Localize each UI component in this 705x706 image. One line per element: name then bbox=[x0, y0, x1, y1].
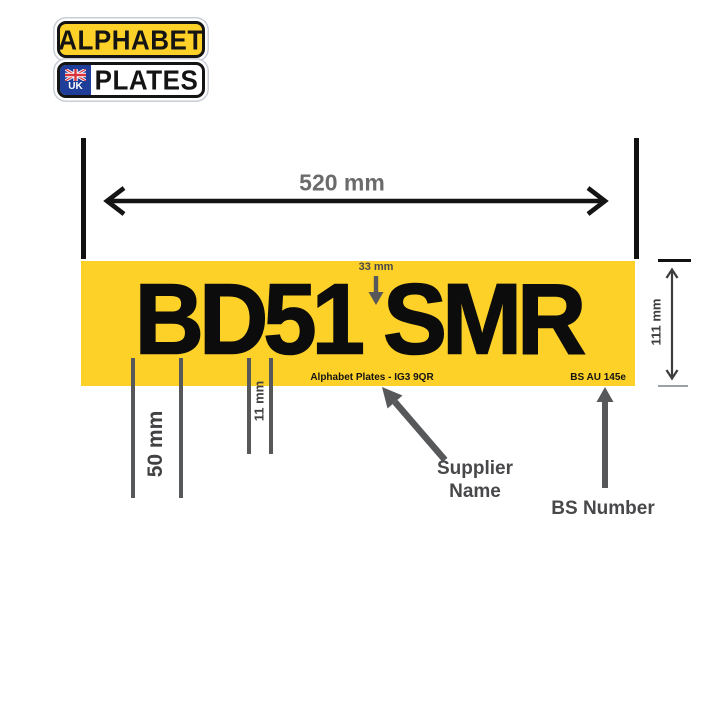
number-plate: BD51 SMR Alphabet Plates - IG3 9QR BS AU… bbox=[81, 261, 635, 386]
registration-group-2: SMR bbox=[382, 263, 587, 375]
plate-supplier-text: Alphabet Plates - IG3 9QR bbox=[310, 372, 434, 383]
logo-alphabet-text: ALPHABET bbox=[58, 23, 204, 56]
registration-group-1: BD51 bbox=[134, 263, 366, 375]
height-tick-bottom bbox=[658, 385, 688, 387]
char-spacing-dimension-label: 11 mm bbox=[251, 380, 267, 422]
char-spacing-line-left bbox=[247, 358, 251, 454]
height-tick-top bbox=[658, 259, 691, 262]
bs-callout-arrow bbox=[596, 387, 614, 488]
plate-height-dimension-label: 111 mm bbox=[648, 298, 664, 346]
plate-bs-text: BS AU 145e bbox=[570, 372, 626, 383]
supplier-name-callout: Supplier Name bbox=[437, 457, 513, 503]
logo-alphabet-badge: ALPHABET bbox=[57, 21, 205, 58]
char-spacing-line-right bbox=[269, 358, 273, 454]
group-spacing-down-arrow bbox=[368, 276, 384, 305]
bs-number-callout: BS Number bbox=[551, 498, 655, 519]
brand-logo: ALPHABET UK PLATES bbox=[57, 21, 205, 98]
width-double-arrow bbox=[103, 186, 609, 216]
supplier-name-line1: Supplier bbox=[436, 458, 514, 479]
union-jack-icon bbox=[65, 68, 86, 81]
extension-line-left bbox=[81, 138, 86, 259]
group-spacing-dimension-label: 33 mm bbox=[358, 261, 394, 273]
registration-text: BD51 SMR bbox=[81, 261, 635, 386]
uk-label: UK bbox=[68, 80, 83, 92]
uk-flag-box: UK bbox=[60, 65, 91, 95]
char-width-line-left bbox=[131, 358, 135, 498]
supplier-name-line2: Name bbox=[449, 481, 501, 502]
height-double-arrow bbox=[665, 267, 679, 381]
logo-plates-badge: UK PLATES bbox=[57, 62, 205, 98]
extension-line-right bbox=[634, 138, 639, 259]
char-width-line-right bbox=[179, 358, 183, 498]
supplier-callout-arrow bbox=[382, 387, 448, 463]
char-width-dimension-label: 50 mm bbox=[144, 410, 167, 478]
logo-plates-text: PLATES bbox=[94, 64, 199, 96]
plate-width-dimension-label: 520 mm bbox=[299, 169, 385, 196]
